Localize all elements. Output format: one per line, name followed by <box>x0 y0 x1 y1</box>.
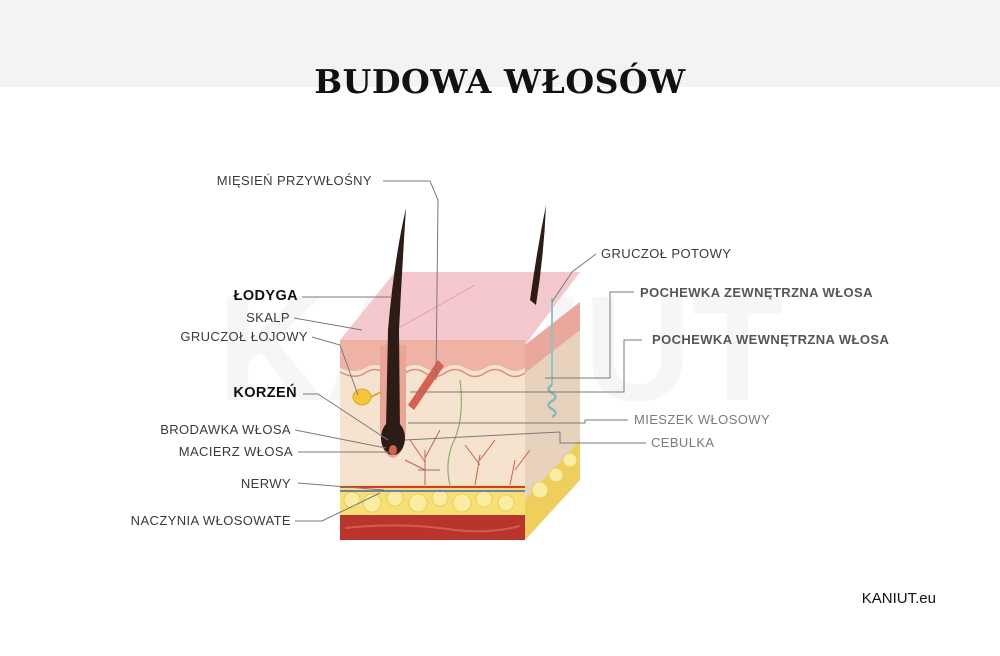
leader-lines-right <box>404 253 646 471</box>
label-scalp: SKALP <box>246 310 290 325</box>
arrector-pili-muscle <box>408 360 444 410</box>
label-matrix: MACIERZ WŁOSA <box>178 444 293 459</box>
label-capillaries: NACZYNIA WŁOSOWATE <box>130 513 291 528</box>
label-inner-sheath: POCHEWKA WEWNĘTRZNA WŁOSA <box>652 332 890 347</box>
label-bulb: CEBULKA <box>651 435 715 450</box>
leader-lines-left <box>293 180 439 522</box>
label-outer-sheath: POCHEWKA ZEWNĘTRZNA WŁOSA <box>640 285 873 300</box>
page-title: BUDOWA WŁOSÓW <box>314 62 686 101</box>
label-nerves: NERWY <box>240 476 291 491</box>
label-muscle: MIĘSIEŃ PRZYWŁOŚNY <box>216 173 372 188</box>
sebaceous-gland <box>352 388 372 406</box>
label-papilla: BRODAWKA WŁOSA <box>160 422 291 437</box>
hair-shaft <box>386 208 406 430</box>
skin-fold <box>394 284 476 331</box>
label-sweat-gland: GRUCZOŁ POTOWY <box>601 246 732 261</box>
capillaries <box>404 429 531 486</box>
sweat-gland-coil <box>547 384 557 418</box>
header-band <box>0 0 1000 87</box>
second-hair-shaft <box>530 205 546 305</box>
label-follicle: MIESZEK WŁOSOWY <box>634 412 771 427</box>
label-sebaceous: GRUCZOŁ ŁOJOWY <box>180 329 308 344</box>
nerve-fibers <box>447 379 462 486</box>
brand-label: KANIUT.eu <box>861 590 936 607</box>
label-root: KORZEŃ <box>233 385 297 401</box>
muscle-stripe <box>344 524 521 533</box>
label-shaft: ŁODYGA <box>233 288 298 304</box>
hair-papilla <box>389 445 397 455</box>
